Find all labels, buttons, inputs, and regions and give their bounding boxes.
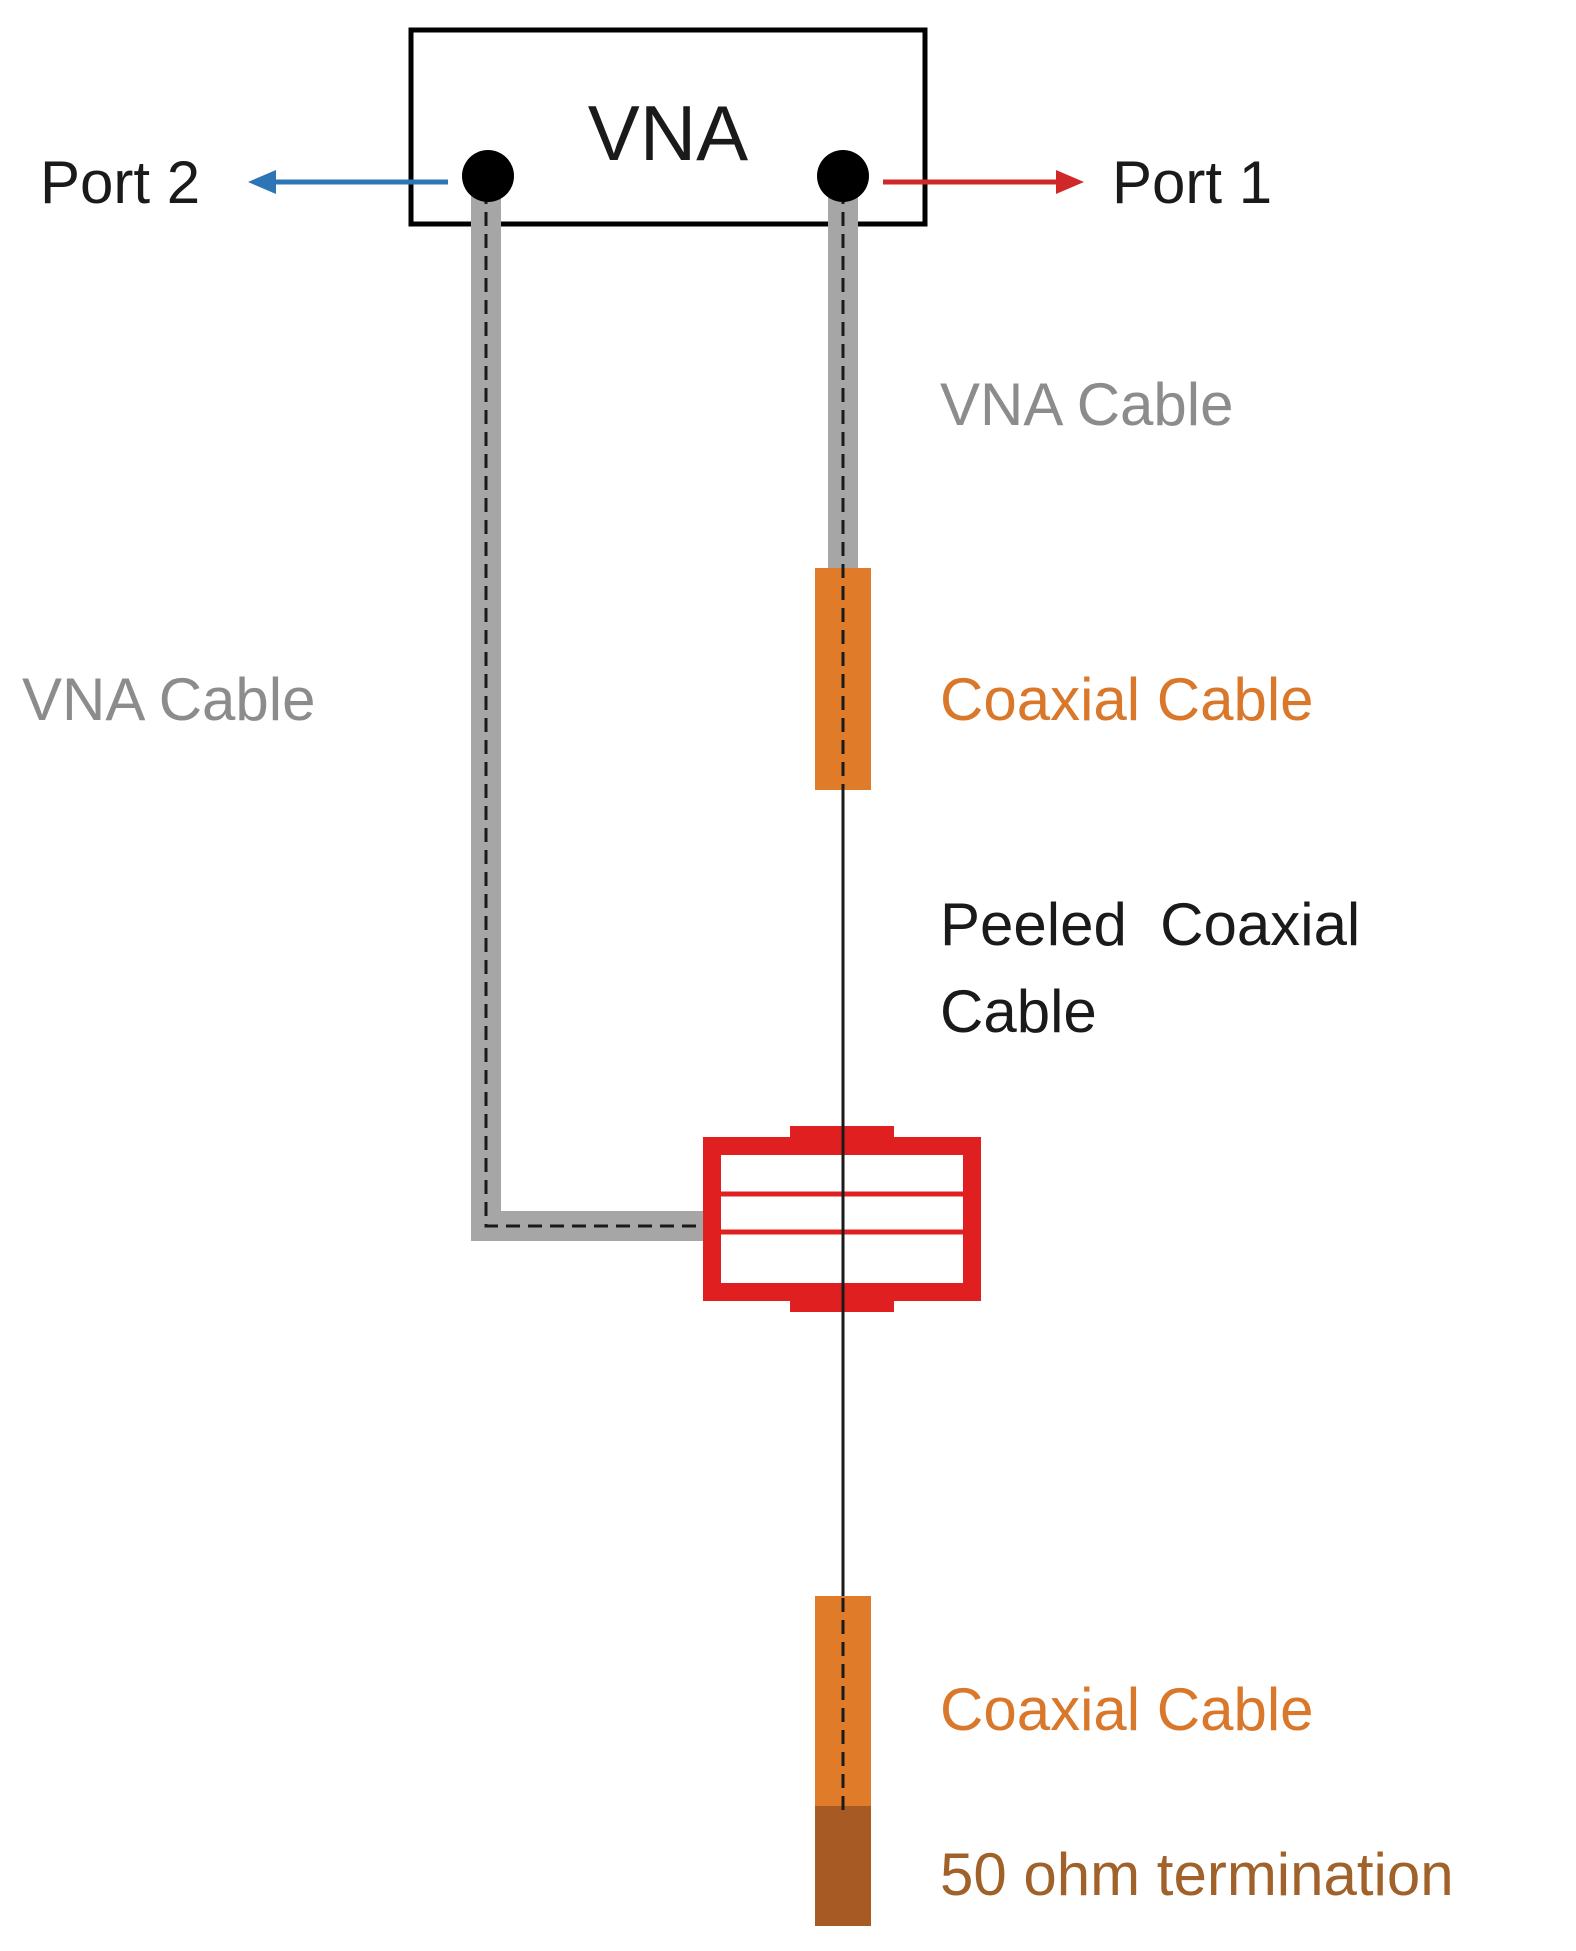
peeled-coax-label-line1: Peeled Coaxial (940, 891, 1360, 958)
termination-block (815, 1806, 871, 1926)
coax-upper-label: Coaxial Cable (940, 666, 1314, 733)
port1-connector (817, 150, 869, 202)
port2-arrow-head (248, 170, 276, 194)
vna-cable-left-label: VNA Cable (22, 666, 316, 733)
vna-cable-left (471, 190, 715, 1241)
port2-label: Port 2 (40, 149, 200, 216)
vna-cable-right-label: VNA Cable (940, 371, 1234, 438)
peeled-coax-label-line2: Cable (940, 978, 1097, 1045)
port2-connector (462, 150, 514, 202)
vna-label: VNA (588, 89, 748, 177)
port1-arrow-head (1056, 170, 1084, 194)
termination-label: 50 ohm termination (940, 1841, 1454, 1908)
port1-label: Port 1 (1112, 149, 1272, 216)
vna-cable-left-core (484, 190, 715, 1228)
coax-lower-label: Coaxial Cable (940, 1676, 1314, 1743)
